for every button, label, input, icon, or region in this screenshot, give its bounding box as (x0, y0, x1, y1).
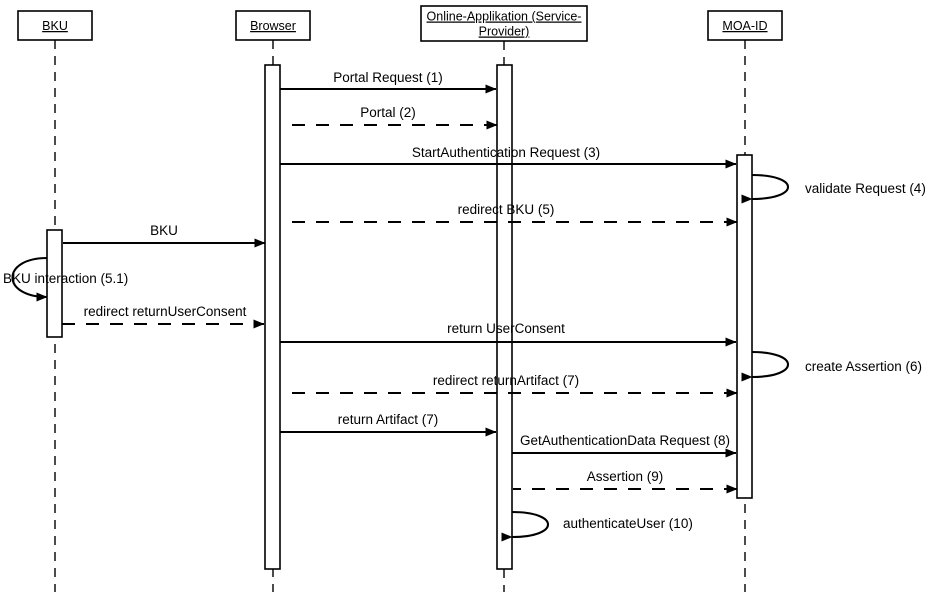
message-label-m6: redirect returnUserConsent (84, 304, 247, 319)
message-m1: Portal Request (1) (280, 70, 497, 94)
message-m2: Portal (2) (281, 105, 498, 130)
message-m5: redirect BKU (5) (281, 202, 738, 227)
message-label-m4: validate Request (4) (805, 181, 926, 196)
participant-headers-group: BKU Browser Online-Applikation (Service-Pr… (17, 5, 783, 42)
message-label-m1: Portal Request (1) (333, 70, 443, 85)
message-label-m3: StartAuthentication Request (3) (412, 145, 600, 160)
message-m7: redirect returnArtifact (7) (281, 373, 738, 398)
message-m10: authenticateUser (10) (501, 510, 693, 542)
participant-label-online-applikation: Provider) (479, 25, 530, 39)
message-m8: GetAuthenticationData Request (8) (512, 433, 737, 458)
activation-bar-moa-id (736, 154, 753, 499)
message-label-m5: redirect BKU (5) (458, 202, 555, 217)
message-label-m9: Assertion (9) (587, 469, 664, 484)
participant-label-online-applikation: Online-Applikation (Service- (427, 10, 582, 24)
message-label-m6b: return UserConsent (447, 321, 565, 336)
self-message-arrow-m10 (501, 510, 549, 542)
message-label-m7: redirect returnArtifact (7) (433, 373, 579, 388)
participant-label-moa-id: MOA-ID (722, 19, 767, 33)
message-label-m8: GetAuthenticationData Request (8) (520, 433, 730, 448)
message-m7b: return Artifact (7) (280, 412, 497, 437)
message-label-m7b: return Artifact (7) (338, 412, 439, 427)
message-label-m6c: create Assertion (6) (805, 359, 922, 374)
message-m9: Assertion (9) (513, 469, 738, 494)
self-message-arrow-m4 (741, 173, 789, 204)
self-message-arrow-m6c (741, 350, 789, 382)
participant-box-online-applikation[interactable] (420, 5, 588, 42)
message-label-m2: Portal (2) (360, 105, 416, 120)
message-label-m51: BKU interaction (5.1) (3, 271, 128, 286)
self-message-arrow-m51 (11, 256, 48, 302)
message-m6c: create Assertion (6) (741, 350, 922, 382)
activation-bar-bku (46, 229, 63, 338)
participant-box-browser[interactable] (235, 10, 311, 41)
participant-label-bku: BKU (42, 19, 68, 33)
message-label-m10: authenticateUser (10) (563, 516, 693, 531)
message-m51: BKU interaction (5.1) (3, 256, 128, 302)
message-m6: redirect returnUserConsent (62, 304, 265, 329)
activation-bar-browser (264, 64, 281, 570)
participant-box-bku[interactable] (17, 10, 93, 41)
activation-bar-online-applikation (496, 64, 513, 570)
message-label-m5b: BKU (150, 223, 178, 238)
participant-label-browser: Browser (250, 19, 296, 33)
message-m4: validate Request (4) (741, 173, 926, 204)
message-m5b: BKU (63, 223, 266, 248)
message-m3: StartAuthentication Request (3) (280, 145, 737, 169)
activation-bars-group (46, 64, 753, 570)
participant-box-moa-id[interactable] (707, 10, 783, 41)
message-m6b: return UserConsent (280, 321, 737, 347)
messages-group: Portal Request (1) Portal (2) StartAuthent… (3, 70, 926, 542)
